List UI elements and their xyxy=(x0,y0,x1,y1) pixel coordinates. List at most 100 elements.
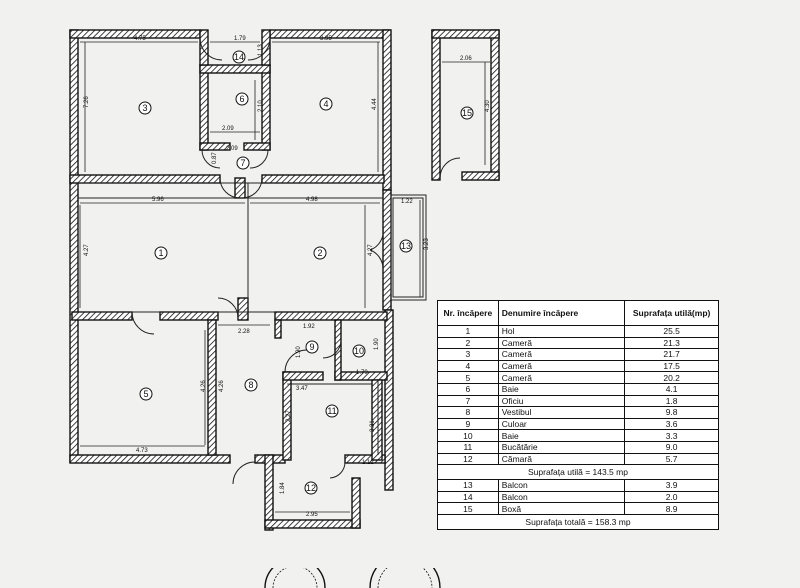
dim-r4-height: 4.44 xyxy=(372,98,378,110)
cell-area: 9.8 xyxy=(624,406,719,419)
dim-r10-height: 1.90 xyxy=(374,338,380,350)
cell-name: Cameră xyxy=(497,359,626,373)
dim-r10-width: 1.79 xyxy=(356,370,368,376)
cell-name: Balcon xyxy=(497,490,626,504)
cell-area: 3.6 xyxy=(624,417,719,431)
cell-nr: 7 xyxy=(437,394,499,408)
cell-area: 3.9 xyxy=(624,479,719,492)
door-swings xyxy=(131,37,461,485)
cell-area: 20.2 xyxy=(624,371,719,384)
dim-r8-width: 2.28 xyxy=(238,329,250,335)
cell-name: Cămară xyxy=(497,452,626,466)
room-6-marker: 6 xyxy=(235,92,249,106)
dim-r11-height: 2.27 xyxy=(286,410,292,422)
cell-nr: 5 xyxy=(437,371,499,384)
room-11-number: 11 xyxy=(327,406,336,416)
room-15-number: 15 xyxy=(462,108,472,118)
cell-name: Boxă xyxy=(497,502,626,515)
cell-name: Cameră xyxy=(497,348,626,361)
table-header-row: Nr. încăpere Denumire încăpere Suprafața… xyxy=(437,300,719,326)
cell-area: 3.3 xyxy=(624,429,719,442)
cell-area: 21.7 xyxy=(624,348,719,361)
cell-name: Balcon xyxy=(497,479,626,492)
header-area: Suprafața utilă(mp) xyxy=(624,300,719,326)
cell-name: Oficiu xyxy=(497,394,626,408)
header-name: Denumire încăpere xyxy=(497,300,626,326)
room-13-marker: 13 xyxy=(399,239,413,253)
cell-area: 9.0 xyxy=(624,440,719,454)
dim-r11-side: 3.31 xyxy=(370,420,376,432)
dim-r6-height: 2.10 xyxy=(258,100,264,112)
room-14-marker: 14 xyxy=(232,50,246,64)
cell-area: 25.5 xyxy=(624,325,719,338)
dim-r9-height: 1.90 xyxy=(296,346,302,358)
room-markers: 1 2 3 4 5 6 7 8 9 10 11 12 13 14 15 xyxy=(138,50,474,495)
room-9-marker: 9 xyxy=(305,340,319,354)
dim-r15-height: 4.30 xyxy=(485,100,491,112)
room-3-marker: 3 xyxy=(138,101,152,115)
room-4-marker: 4 xyxy=(319,97,333,111)
dimension-labels: 4.75 1.79 1.13 3.95 7.26 4.44 2.10 2.09 … xyxy=(84,36,491,518)
room-2-marker: 2 xyxy=(313,246,327,260)
grand-total: Suprafața totală = 158.3 mp xyxy=(437,513,719,530)
cell-area: 8.9 xyxy=(624,502,719,515)
dim-r2-width: 4.98 xyxy=(306,197,318,203)
dim-r14-width: 1.79 xyxy=(234,36,246,42)
dim-r13-height: 3.23 xyxy=(424,238,430,250)
cell-name: Culoar xyxy=(497,417,626,431)
room-14-number: 14 xyxy=(234,52,244,62)
room-1-marker: 1 xyxy=(154,246,168,260)
cell-nr: 6 xyxy=(437,382,499,396)
cell-area: 4.1 xyxy=(624,382,719,396)
room-6-number: 6 xyxy=(239,94,244,104)
room-8-number: 8 xyxy=(248,380,253,390)
dim-r2-height: 4.27 xyxy=(368,244,374,256)
dim-r12-door: 1.12 xyxy=(362,460,374,466)
dim-r14-depth: 1.13 xyxy=(258,44,264,56)
dim-r12-width: 2.95 xyxy=(306,512,318,518)
stamp-right-seal xyxy=(369,568,441,588)
cell-nr: 2 xyxy=(437,336,499,350)
dim-r1-height: 4.27 xyxy=(84,244,90,256)
dim-r3-height: 7.26 xyxy=(84,96,90,108)
room-5-marker: 5 xyxy=(139,387,153,401)
area-table: Nr. încăpere Denumire încăpere Suprafața… xyxy=(437,300,719,530)
room-8-marker: 8 xyxy=(244,378,258,392)
cell-nr: 14 xyxy=(437,490,499,504)
room-4-number: 4 xyxy=(323,99,328,109)
cell-area: 17.5 xyxy=(624,359,719,373)
room-15-marker: 15 xyxy=(460,106,474,120)
dimension-lines xyxy=(79,41,490,513)
dim-r3-width: 4.75 xyxy=(134,36,146,42)
cell-name: Baie xyxy=(497,382,626,396)
cell-name: Cameră xyxy=(497,371,626,384)
cell-nr: 13 xyxy=(437,479,499,492)
dim-r7-depth: 0.87 xyxy=(212,152,218,164)
cell-nr: 11 xyxy=(437,440,499,454)
room-7-number: 7 xyxy=(240,158,245,168)
header-nr: Nr. încăpere xyxy=(437,300,499,326)
room-9-number: 9 xyxy=(309,342,314,352)
dim-r5-height: 4.26 xyxy=(201,380,207,392)
cell-nr: 8 xyxy=(437,406,499,419)
dim-r9-width: 1.92 xyxy=(303,324,315,330)
room-1-number: 1 xyxy=(158,248,163,258)
cell-nr: 10 xyxy=(437,429,499,442)
room-12-number: 12 xyxy=(306,483,316,493)
room-13-number: 13 xyxy=(401,241,411,251)
cell-nr: 3 xyxy=(437,348,499,361)
dim-r8-height: 4.26 xyxy=(219,380,225,392)
dim-r11-width: 3.47 xyxy=(296,386,308,392)
cell-name: Vestibul xyxy=(497,406,626,419)
